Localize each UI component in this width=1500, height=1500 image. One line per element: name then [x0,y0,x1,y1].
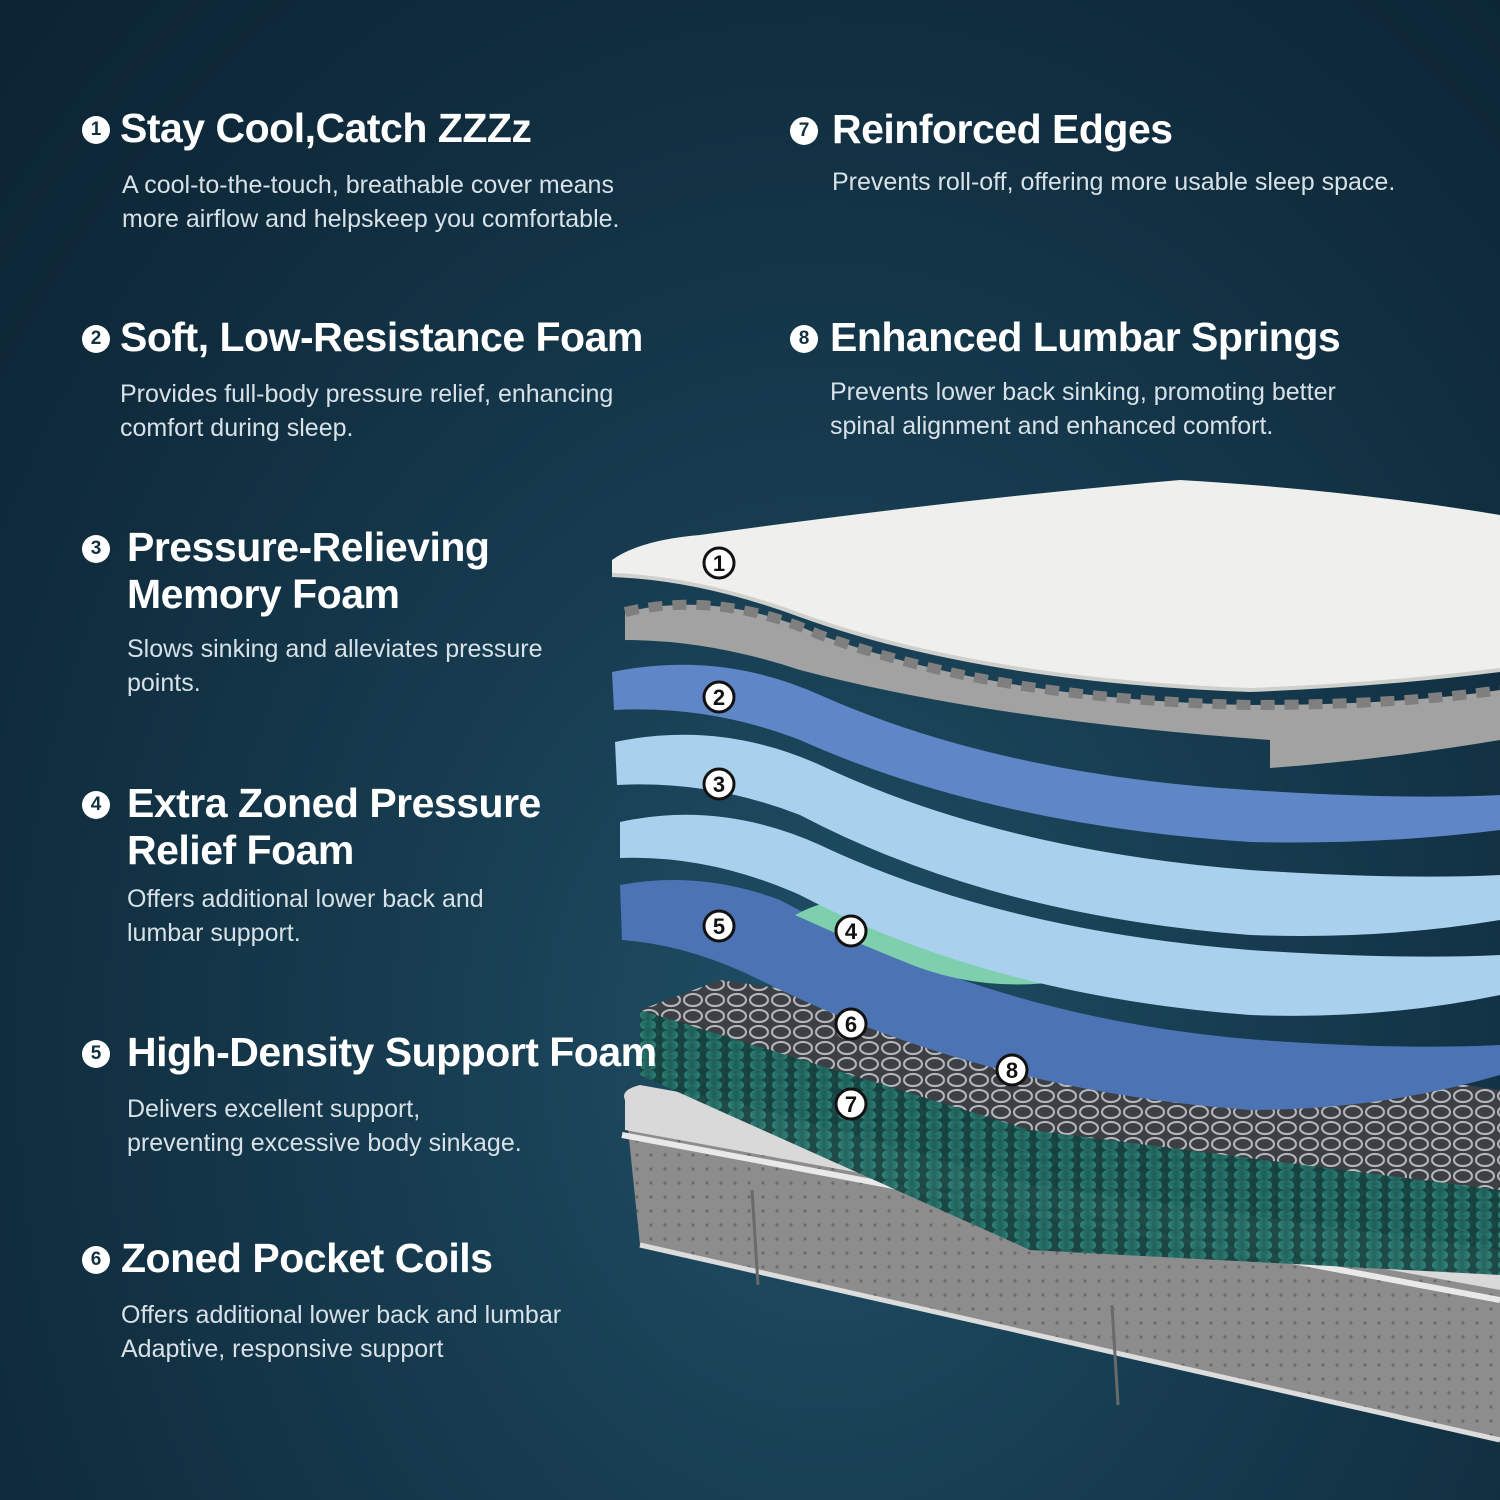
feature-stay-cool: 1 Stay Cool,Catch ZZZz A cool-to-the-tou… [82,105,620,236]
feature-title: High-Density Support Foam [127,1029,657,1075]
feature-soft-foam: 2 Soft, Low-Resistance Foam Provides ful… [82,314,643,445]
layer-marker-4: 4 [834,914,868,948]
svg-text:7: 7 [845,1092,857,1117]
layer-marker-2: 2 [702,680,736,714]
feature-lumbar-springs: 8 Enhanced Lumbar Springs Prevents lower… [790,314,1341,443]
number-badge: 6 [82,1246,110,1274]
feature-reinforced-edges: 7 Reinforced Edges Prevents roll-off, of… [790,106,1395,199]
svg-text:4: 4 [845,919,858,944]
feature-description: Provides full-body pressure relief, enha… [120,380,614,442]
soft-foam-layer [612,664,1500,843]
feature-description: A cool-to-the-touch, breathable cover me… [122,171,620,233]
feature-memory-foam: 3 Pressure-Relieving Memory Foam Slows s… [82,524,543,700]
feature-support-foam: 5 High-Density Support Foam Delivers exc… [82,1029,657,1160]
feature-description: Prevents lower back sinking, promoting b… [830,378,1336,440]
layer-marker-5: 5 [702,909,736,943]
feature-description: Delivers excellent support, preventing e… [127,1095,522,1157]
feature-title: Zoned Pocket Coils [121,1235,493,1281]
feature-description: Slows sinking and alleviates pressure po… [127,635,543,697]
svg-text:1: 1 [713,551,725,576]
memory-foam-layer-lower [620,814,1500,1016]
feature-description: Offers additional lower back and lumbar … [127,885,484,947]
svg-text:8: 8 [1006,1058,1018,1083]
number-badge: 2 [82,325,110,353]
wave-foam-layer [623,599,1500,768]
svg-text:3: 3 [713,772,725,797]
cooling-cover-layer [611,480,1500,693]
feature-title: Extra Zoned Pressure Relief Foam [127,780,541,873]
number-badge: 4 [82,791,110,819]
svg-text:5: 5 [713,914,725,939]
feature-title: Stay Cool,Catch ZZZz [120,105,532,151]
feature-title: Enhanced Lumbar Springs [830,314,1341,360]
feature-description: Prevents roll-off, offering more usable … [832,168,1396,196]
number-badge: 8 [790,325,818,353]
layer-marker-1: 1 [702,546,736,580]
feature-zoned-relief-foam: 4 Extra Zoned Pressure Relief Foam Offer… [82,780,541,950]
layer-marker-6: 6 [834,1007,868,1041]
number-badge: 3 [82,535,110,563]
svg-text:6: 6 [845,1012,857,1037]
feature-pocket-coils: 6 Zoned Pocket Coils Offers additional l… [82,1235,561,1366]
pocket-coils [640,980,1500,1275]
layer-marker-3: 3 [702,767,736,801]
svg-text:2: 2 [713,685,725,710]
number-badge: 7 [790,117,818,145]
layer-marker-8: 8 [995,1053,1029,1087]
number-badge: 1 [82,116,110,144]
memory-foam-layer [615,734,1500,936]
feature-title: Pressure-Relieving Memory Foam [127,524,490,617]
layer-marker-7: 7 [834,1087,868,1121]
number-badge: 5 [82,1040,110,1068]
feature-title: Soft, Low-Resistance Foam [120,314,643,360]
feature-title: Reinforced Edges [832,106,1173,152]
feature-description: Offers additional lower back and lumbar … [121,1301,562,1363]
